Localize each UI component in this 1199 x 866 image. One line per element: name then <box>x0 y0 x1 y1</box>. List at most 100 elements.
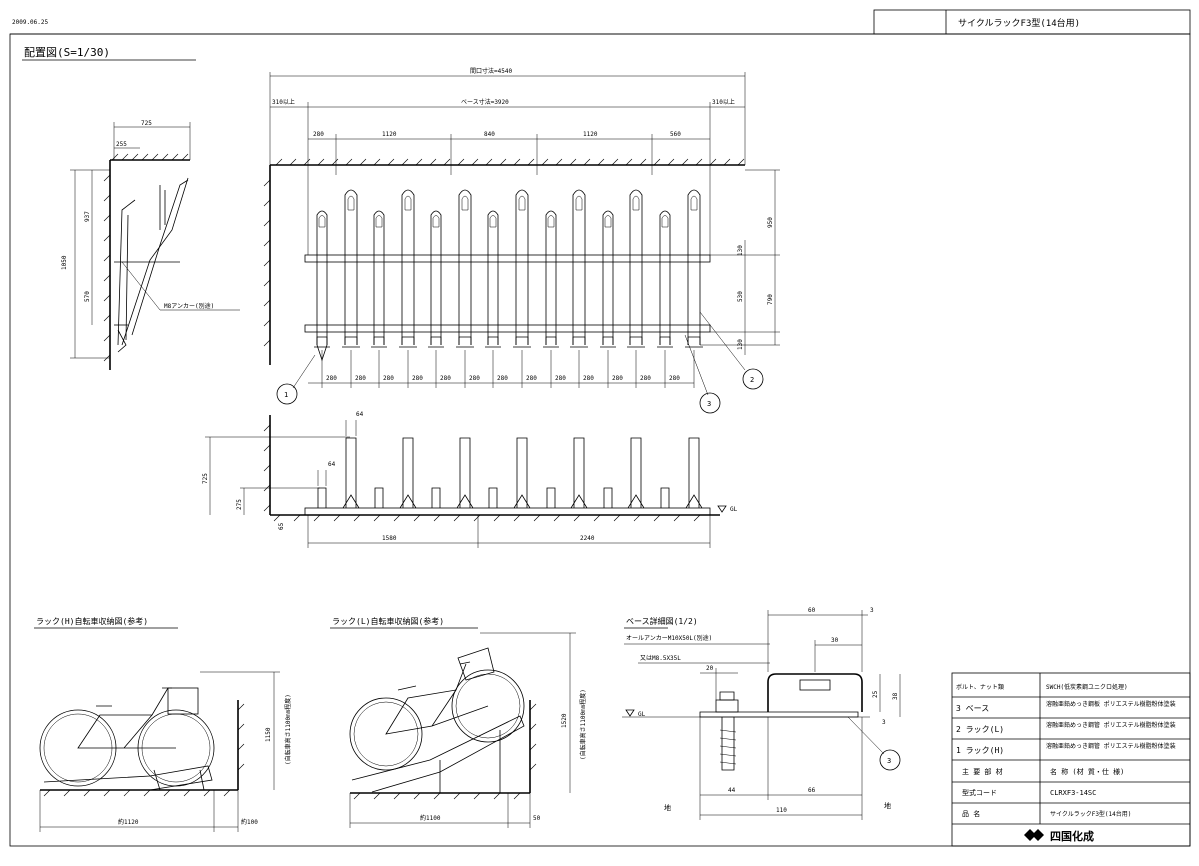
rack-high-gap: 約100 <box>241 818 258 826</box>
bottom-spacing: 280 <box>440 375 451 382</box>
plan-view: 間口寸法=4540 310以上 ベース寸法=3920 310以上 280 112… <box>263 67 780 414</box>
marker-3 <box>699 392 721 414</box>
bottom-spacing: 280 <box>412 375 423 382</box>
base-anchor-note: オールアンカーM10X50L(別途) <box>626 634 712 642</box>
rack-low-view: ラック(L)自転車収納図(参考) 約1100 50 1520 (自転車高さ110… <box>330 616 587 828</box>
base-detail-view: ベース詳細図(1/2) オールアンカーM10X50L(別途) 又はM8.5X35… <box>622 607 901 820</box>
legend-row-value: 溶融亜鉛めっき鋼管 ポリエステル樹脂粉体塗装 <box>1046 742 1176 750</box>
base-height-38: 38 <box>892 692 899 700</box>
base-width-dim: ベース寸法=3920 <box>461 98 509 106</box>
svg-text:ラック(L)自転車収納図(参考): ラック(L)自転車収納図(参考) <box>332 616 444 626</box>
front-elevation: 725 275 64 64 65 1580 2240 GL <box>202 411 738 548</box>
svg-text:ベース詳細図(1/2): ベース詳細図(1/2) <box>626 616 698 626</box>
svg-text:1: 1 <box>284 391 288 399</box>
top-spacing-2: 1120 <box>382 131 397 138</box>
legend-row-value: SWCH(低炭素鋼ユニクロ処理) <box>1046 683 1128 691</box>
right-small-dim-1: 130 <box>737 245 744 256</box>
side-lower-dim: 570 <box>84 291 91 302</box>
svg-text:2: 2 <box>750 376 754 384</box>
bottom-spacing: 280 <box>497 375 508 382</box>
side-width-dim: 725 <box>141 120 152 127</box>
drawing-date: 2009.06.25 <box>12 19 49 26</box>
legend-row-value: サイクルラックF3型(14台用) <box>1050 810 1131 818</box>
legend-row-label: 主 要 部 材 <box>962 767 1003 776</box>
svg-text:3: 3 <box>707 400 711 408</box>
legend-row-label: 型式コード <box>962 788 997 797</box>
elev-low-dim: 275 <box>236 499 243 510</box>
right-height-dim: 950 <box>767 217 774 228</box>
top-spacing-5: 560 <box>670 131 681 138</box>
elev-width-tall: 64 <box>356 411 364 418</box>
rack-high-view: ラック(H)自転車収納図(参考) 約1120 約100 1150 (自転車高さ1… <box>34 616 292 832</box>
svg-text:ラック(H)自転車収納図(参考): ラック(H)自転車収納図(参考) <box>36 616 148 626</box>
side-profile-view: 725 255 1050 937 570 M8アンカー(別途) <box>61 120 240 370</box>
rack-high-width: 約1120 <box>118 818 139 826</box>
company-name: 四国化成 <box>1050 829 1094 843</box>
drawing-title: サイクルラックF3型(14台用) <box>958 17 1080 29</box>
bottom-spacing: 280 <box>469 375 480 382</box>
rack-low-gap: 50 <box>533 815 541 822</box>
legend-row-value: 溶融亜鉛めっき鋼板 ポリエステル樹脂粉体塗装 <box>1046 700 1176 708</box>
title-block: 2009.06.25 サイクルラックF3型(14台用) <box>10 9 1191 35</box>
drawing-border <box>9 33 1191 847</box>
bottom-spacing: 280 <box>640 375 651 382</box>
elev-width-short: 64 <box>328 461 336 468</box>
overall-width-dim: 間口寸法=4540 <box>470 67 512 75</box>
elev-height-dim: 725 <box>202 473 209 484</box>
base-width-30: 30 <box>831 637 839 644</box>
bottom-spacing: 280 <box>669 375 680 382</box>
marker-1 <box>276 383 298 405</box>
base-width-60: 60 <box>808 607 816 614</box>
side-view-label: 配置図(S=1/30) <box>24 46 110 59</box>
elev-offset: 65 <box>278 522 285 530</box>
margin-right-dim: 310以上 <box>712 98 735 106</box>
base-gl-label: GL <box>638 711 646 718</box>
bottom-spacing: 280 <box>612 375 623 382</box>
side-upper-dim: 937 <box>84 211 91 222</box>
elev-bottom-right: 2240 <box>580 535 595 542</box>
side-inner-width-dim: 255 <box>116 141 127 148</box>
legend-row-value: 名 称 (材 質・仕 様) <box>1050 767 1124 776</box>
rack-low-width: 約1100 <box>420 814 441 822</box>
rack-high-bike-note: (自転車高さ1100mm程度) <box>284 694 292 765</box>
base-right-marker: 地 <box>884 801 891 810</box>
bottom-spacing: 280 <box>583 375 594 382</box>
gl-label: GL <box>730 506 738 513</box>
bottom-spacing: 280 <box>526 375 537 382</box>
bottom-spacing: 280 <box>326 375 337 382</box>
base-bolt-20: 20 <box>706 665 714 672</box>
marker-2 <box>742 368 764 390</box>
right-small-dim-2: 130 <box>737 339 744 350</box>
bottom-spacing: 280 <box>555 375 566 382</box>
legend-row-label: ボルト、ナット類 <box>956 683 1004 691</box>
marker-3-base <box>879 749 901 771</box>
base-dim-66: 66 <box>808 787 816 794</box>
base-left-marker: 地 <box>664 803 671 812</box>
base-dim-44: 44 <box>728 787 736 794</box>
legend-row-label: 2 ラック(L) <box>956 725 1004 734</box>
company-logo-icon <box>1024 829 1036 841</box>
top-spacing-4: 1120 <box>583 131 598 138</box>
rack-low-bike-note: (自転車高さ1100mm程度) <box>579 689 587 760</box>
base-dim-3-top: 3 <box>870 607 874 614</box>
legend-row-label: 品 名 <box>962 809 980 818</box>
legend-row-label: 3 ベース <box>956 704 989 713</box>
bottom-spacing: 280 <box>355 375 366 382</box>
legend-row-value: CLRXF3-14SC <box>1050 789 1096 797</box>
rack-high-height: 1150 <box>265 727 272 742</box>
svg-text:3: 3 <box>887 757 891 765</box>
base-dim-3-bottom: 3 <box>882 719 886 726</box>
legend-row-label: 1 ラック(H) <box>956 746 1004 755</box>
base-bolt-note: 又はM8.5X35L <box>640 655 681 662</box>
margin-left-dim: 310以上 <box>272 98 295 106</box>
right-rail-dim: 790 <box>767 294 774 305</box>
legend-row-value: 溶融亜鉛めっき鋼管 ポリエステル樹脂粉体塗装 <box>1046 721 1176 729</box>
bottom-spacing: 280 <box>383 375 394 382</box>
top-spacing-1: 280 <box>313 131 324 138</box>
base-dim-110: 110 <box>776 807 787 814</box>
elev-bottom-left: 1580 <box>382 535 397 542</box>
right-inner-dim: 530 <box>737 291 744 302</box>
base-height-25: 25 <box>872 690 879 698</box>
parts-legend: ボルト、ナット類 SWCH(低炭素鋼ユニクロ処理) 3 ベース 溶融亜鉛めっき鋼… <box>951 672 1191 847</box>
